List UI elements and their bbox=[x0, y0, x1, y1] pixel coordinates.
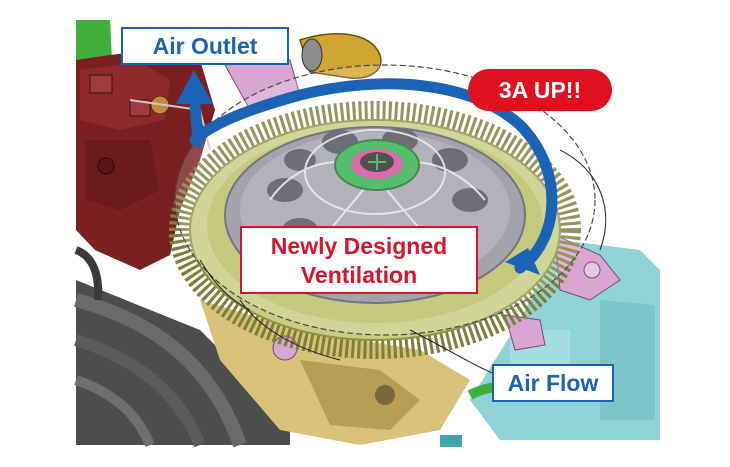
3a-up-badge: 3A UP!! bbox=[468, 69, 612, 111]
engine-block bbox=[76, 50, 215, 270]
lower-piping bbox=[74, 246, 290, 448]
newly-designed-line2: Ventilation bbox=[300, 262, 418, 288]
green-corner-piece bbox=[76, 20, 112, 62]
newly-designed-ventilation-label: Newly Designed Ventilation bbox=[240, 226, 478, 294]
air-outlet-label: Air Outlet bbox=[121, 27, 289, 65]
curved-arrow-icon bbox=[176, 70, 558, 275]
newly-designed-line1: Newly Designed bbox=[270, 233, 448, 259]
air-flow-label: Air Flow bbox=[492, 364, 614, 402]
top-pipe bbox=[299, 33, 382, 79]
